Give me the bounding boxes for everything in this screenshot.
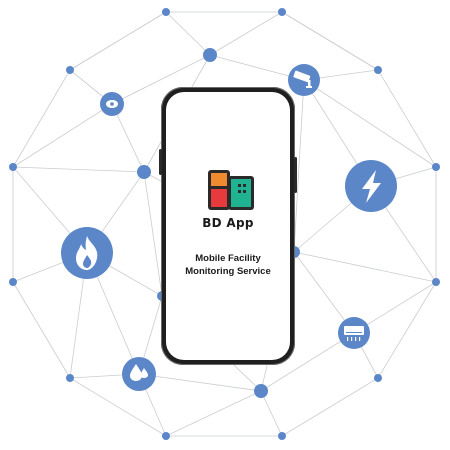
- sensor-node: [100, 92, 124, 116]
- air-conditioner-icon: [344, 326, 364, 341]
- sensor-icon: [106, 100, 118, 108]
- network-node: [9, 278, 17, 286]
- network-node: [9, 163, 17, 171]
- tagline-line-2: Monitoring Service: [185, 266, 271, 277]
- network-node: [374, 374, 382, 382]
- lightning-node: [345, 160, 397, 212]
- app-name: BD App: [202, 216, 254, 230]
- network-node: [66, 66, 74, 74]
- network-node: [162, 8, 170, 16]
- network-node: [278, 432, 286, 440]
- phone-screen: BD App Mobile Facility Monitoring Servic…: [166, 92, 290, 360]
- network-node: [203, 48, 217, 62]
- water-node: [122, 357, 156, 391]
- network-node: [66, 374, 74, 382]
- aircon-node: [338, 317, 370, 349]
- network-node: [162, 432, 170, 440]
- network-nodes: [9, 8, 440, 440]
- fire-icon: [76, 236, 98, 270]
- lightning-icon: [362, 170, 381, 203]
- network-node: [137, 165, 151, 179]
- network-node: [432, 278, 440, 286]
- cctv-node: [288, 64, 320, 96]
- network-node: [432, 163, 440, 171]
- water-drop-icon: [130, 364, 142, 381]
- app-tagline: Mobile Facility Monitoring Service: [166, 252, 290, 278]
- bd-app-logo: [208, 170, 254, 210]
- smartphone: BD App Mobile Facility Monitoring Servic…: [159, 87, 297, 365]
- tagline-line-1: Mobile Facility: [195, 253, 261, 264]
- network-node: [278, 8, 286, 16]
- cctv-camera-icon: [293, 70, 312, 88]
- network-node: [254, 384, 268, 398]
- network-node: [374, 66, 382, 74]
- fire-node: [61, 227, 113, 279]
